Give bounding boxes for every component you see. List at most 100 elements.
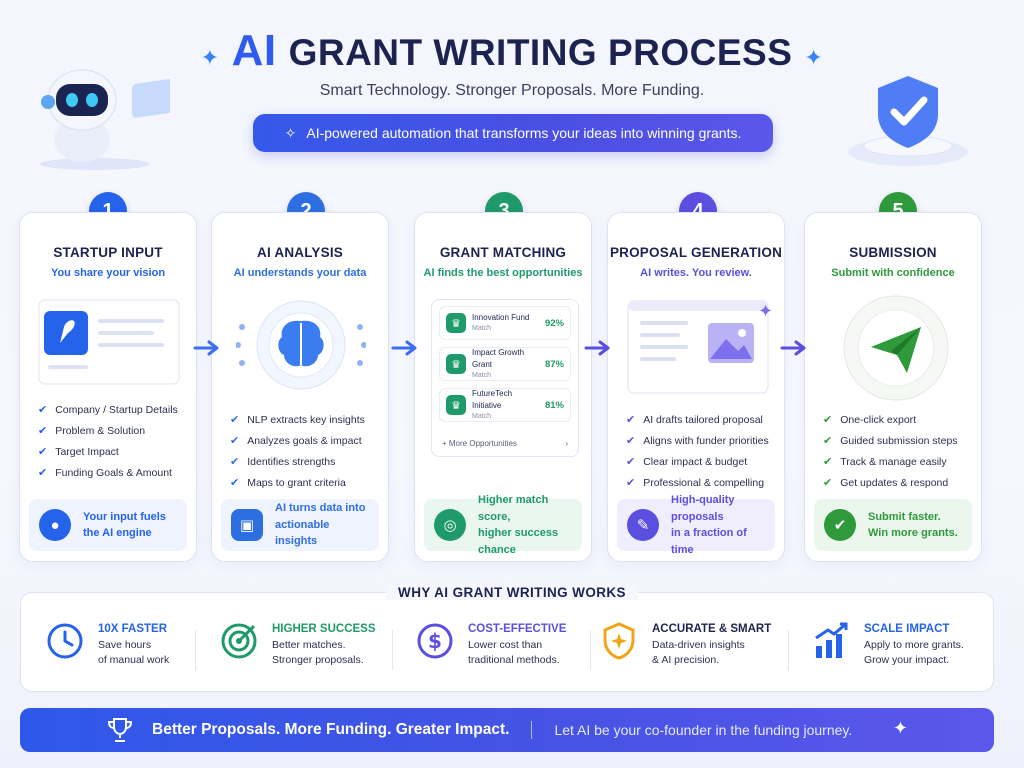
user-icon: ●: [39, 509, 71, 541]
chevron-right-icon: ›: [565, 439, 568, 448]
step-footer: ◎ Higher match score,higher success chan…: [424, 494, 582, 556]
step-subtitle: You share your vision: [50, 267, 166, 279]
banner-text: AI-powered automation that transforms yo…: [306, 125, 742, 141]
divider: [195, 630, 196, 670]
page-title: ✦ AI GRANT WRITING PROCESS ✦: [0, 26, 1024, 76]
step-subtitle: Submit with confidence: [831, 267, 955, 279]
step-card-ai-analysis: AI ANALYSIS AI understands your data ✔NL…: [211, 212, 389, 562]
header-banner: ✧ AI-powered automation that transforms …: [253, 114, 773, 152]
list-item: ✔Track & manage easily: [823, 455, 947, 469]
trophy-icon: ♛: [446, 395, 466, 415]
list-item: ✔Problem & Solution: [38, 424, 146, 438]
arrow-right-icon: [584, 340, 610, 356]
shield-icon: [603, 622, 635, 660]
list-item: ✔Identifies strengths: [230, 455, 336, 469]
bottom-banner: Better Proposals. More Funding. Greater …: [20, 708, 994, 752]
step-card-startup-input: STARTUP INPUT You share your vision ✔Com…: [19, 212, 197, 562]
trophy-icon: [107, 718, 133, 742]
check-icon: ✔: [626, 414, 636, 426]
title-ai: AI: [231, 26, 277, 75]
why-section-title: WHY AI GRANT WRITING WORKS: [0, 584, 1024, 602]
title-text: GRANT WRITING PROCESS: [288, 32, 793, 73]
sparkle-icon: ✦: [892, 718, 908, 738]
list-item: ✔Clear impact & budget: [626, 455, 748, 469]
target-icon: ◎: [434, 509, 466, 541]
list-item: ✔One-click export: [823, 413, 917, 427]
list-item: ✔Company / Startup Details: [38, 403, 178, 417]
list-item: ✔Funding Goals & Amount: [38, 466, 172, 480]
list-item: ✔Get updates & respond: [823, 476, 949, 490]
step-bullets: ✔One-click export ✔Guided submission ste…: [823, 413, 973, 497]
step-card-submission: SUBMISSION Submit with confidence ✔One-c…: [804, 212, 982, 562]
list-item: ✔Maps to grant criteria: [230, 476, 346, 490]
paper-plane-icon: [843, 295, 949, 401]
brain-icon: [236, 300, 366, 390]
list-item: ✔Professional & compelling: [626, 476, 765, 490]
check-icon: ✔: [823, 477, 833, 489]
sparkle-icon: ✦: [804, 45, 824, 70]
step-title: STARTUP INPUT: [53, 245, 163, 260]
list-item: ✔Aligns with funder priorities: [626, 434, 769, 448]
step-title: SUBMISSION: [849, 245, 937, 260]
check-icon: ✔: [230, 456, 240, 468]
step-title: AI ANALYSIS: [257, 245, 343, 260]
check-icon: ✔: [38, 404, 48, 416]
step-card-proposal-generation: PROPOSAL GENERATION AI writes. You revie…: [607, 212, 785, 562]
clock-icon: [47, 623, 83, 659]
chip-icon: ▣: [231, 509, 263, 541]
check-icon: ✔: [230, 414, 240, 426]
step-footer: ✔ Submit faster.Win more grants.: [814, 499, 972, 551]
sparkle-icon: ✦: [200, 45, 220, 70]
shield-check-icon: [848, 76, 968, 166]
list-item: ✔AI drafts tailored proposal: [626, 413, 763, 427]
check-icon: ✔: [38, 446, 48, 458]
step-subtitle: AI writes. You review.: [640, 267, 752, 279]
step-title: PROPOSAL GENERATION: [609, 245, 783, 260]
arrow-right-icon: [780, 340, 806, 356]
chart-icon: [815, 622, 848, 658]
bottom-tagline: Better Proposals. More Funding. Greater …: [152, 721, 510, 738]
check-icon: ✔: [230, 435, 240, 447]
svg-text:$: $: [428, 629, 442, 653]
dollar-icon: $: [417, 623, 453, 659]
check-icon: ✔: [626, 477, 636, 489]
arrow-right-icon: [391, 340, 417, 356]
check-icon: ✔: [230, 477, 240, 489]
step-subtitle: AI finds the best opportunities: [423, 267, 583, 279]
check-icon: ✔: [38, 425, 48, 437]
more-opportunities-link[interactable]: + More Opportunities ›: [442, 439, 568, 448]
check-icon: ✔: [38, 467, 48, 479]
trophy-icon: ♛: [446, 313, 466, 333]
divider: [392, 630, 393, 670]
list-item: ✔Analyzes goals & impact: [230, 434, 362, 448]
svg-text:✦: ✦: [758, 301, 773, 322]
check-icon: ✔: [823, 414, 833, 426]
page-subtitle: Smart Technology. Stronger Proposals. Mo…: [319, 82, 705, 99]
check-icon: ✔: [824, 509, 856, 541]
step-bullets: ✔AI drafts tailored proposal ✔Aligns wit…: [626, 413, 776, 497]
list-item: ✔Target Impact: [38, 445, 119, 459]
check-icon: ✔: [626, 435, 636, 447]
divider: [531, 721, 533, 739]
target-icon: [221, 623, 257, 659]
trophy-icon: ♛: [446, 354, 466, 374]
check-icon: ✔: [626, 456, 636, 468]
check-icon: ✔: [823, 435, 833, 447]
step-bullets: ✔NLP extracts key insights ✔Analyzes goa…: [230, 413, 380, 497]
step-bullets: ✔Company / Startup Details ✔Problem & So…: [38, 403, 188, 487]
step-subtitle: AI understands your data: [233, 267, 367, 279]
bottom-cta: Let AI be your co-founder in the funding…: [554, 722, 853, 738]
divider: [590, 630, 591, 670]
